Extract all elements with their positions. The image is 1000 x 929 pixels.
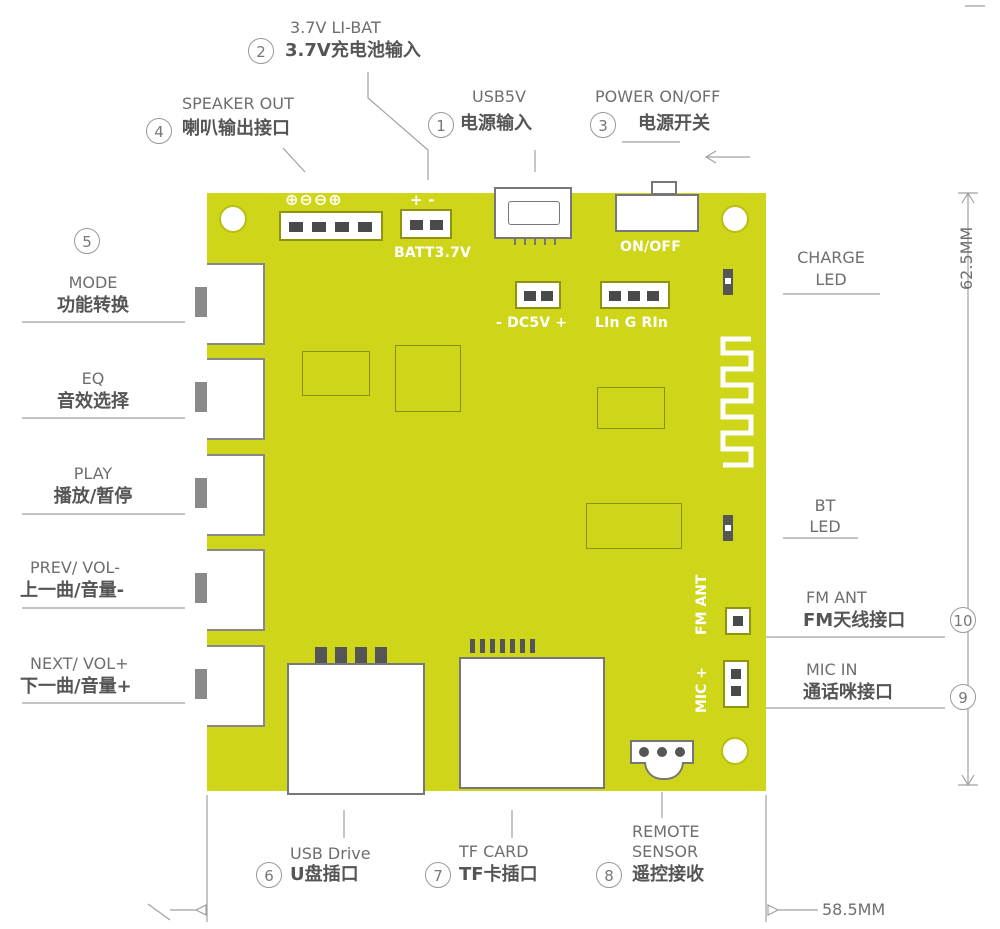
mount-hole-br — [721, 737, 749, 765]
dc5v-silk: - DC5V + — [496, 315, 568, 331]
mic-plus-silk: MIC + — [694, 666, 710, 713]
usb-drive-port[interactable] — [287, 663, 425, 795]
fm-ant-label-cn: FM天线接口 — [803, 610, 906, 631]
callout-8: 8 — [596, 862, 622, 888]
line-in-header[interactable] — [600, 281, 670, 309]
batt-silk: BATT3.7V — [394, 245, 472, 261]
play-label-en: PLAY — [73, 464, 113, 483]
callout-7: 7 — [425, 862, 451, 888]
onoff-silk: ON/OFF — [620, 239, 681, 255]
charge-led-label-2: LED — [815, 270, 847, 289]
bt-led — [723, 515, 733, 541]
batt-polarity-silk: + - — [410, 191, 435, 209]
dc5v-header[interactable] — [515, 281, 561, 309]
callout-1: 1 — [428, 112, 454, 138]
bt-led-label-2: LED — [809, 517, 841, 536]
next-button-cap[interactable] — [195, 669, 207, 699]
micro-usb-port[interactable] — [494, 187, 572, 245]
mount-hole-tr — [721, 205, 749, 233]
mic-in-label-cn: 通话咪接口 — [803, 682, 893, 703]
mount-hole-tl — [219, 205, 247, 233]
li-bat-label-cn: 3.7V充电池输入 — [285, 40, 421, 61]
callout-10: 10 — [950, 607, 976, 633]
charge-led — [723, 269, 733, 295]
speaker-leader — [282, 147, 306, 173]
usb-drive-label-cn: U盘插口 — [290, 864, 359, 885]
fm-ant-label-en: FM ANT — [806, 588, 867, 607]
remote-label-en-2: SENSOR — [632, 842, 699, 861]
mic-in-header[interactable] — [723, 660, 749, 708]
next-label-en: NEXT/ VOL+ — [30, 654, 129, 673]
mode-label-en: MODE — [68, 273, 118, 292]
play-button-cap[interactable] — [195, 478, 207, 508]
tf-card-slot[interactable] — [459, 657, 605, 789]
power-switch-knob[interactable] — [651, 181, 677, 195]
next-label-cn: 下一曲/音量+ — [20, 676, 132, 697]
tf-card-label-cn: TF卡插口 — [459, 864, 538, 885]
next-button[interactable] — [207, 645, 265, 727]
callout-9: 9 — [950, 684, 976, 710]
fm-ant-pad[interactable] — [725, 607, 751, 635]
speaker-label-cn: 喇叭输出接口 — [182, 118, 290, 139]
prev-button[interactable] — [207, 549, 265, 631]
tf-card-label-en: TF CARD — [459, 842, 529, 861]
fm-ant-silk: FM ANT — [694, 574, 710, 635]
power-label-en: POWER ON/OFF — [595, 87, 721, 106]
li-bat-label-en: 3.7V LI-BAT — [290, 18, 381, 37]
eq-label-en: EQ — [81, 369, 105, 388]
usb5v-label-en: USB5V — [472, 87, 526, 106]
usb-drive-label-en: USB Drive — [290, 844, 371, 863]
eq-label-cn: 音效选择 — [57, 391, 129, 412]
prev-label-en: PREV/ VOL- — [30, 558, 120, 577]
power-label-cn: 电源开关 — [638, 113, 710, 134]
lin-g-rin-silk: LIn G RIn — [595, 315, 669, 331]
mode-label-cn: 功能转换 — [57, 295, 129, 316]
chip-outline-2 — [395, 345, 461, 412]
pcb-board: ⊕⊖⊖⊕ + - BATT3.7V ON/OFF - DC5V + LIn G … — [207, 181, 766, 795]
play-label-cn: 播放/暂停 — [53, 486, 133, 507]
callout-2: 2 — [248, 38, 274, 64]
eq-button[interactable] — [207, 358, 265, 440]
dim-height-label: 62.5MM — [957, 226, 976, 290]
remote-label-cn: 遥控接收 — [632, 864, 704, 885]
libat-leader — [367, 72, 429, 180]
callout-6: 6 — [256, 862, 282, 888]
chip-outline-3 — [597, 387, 665, 429]
dim-width-label: 58.5MM — [822, 900, 886, 919]
battery-connector[interactable] — [400, 209, 452, 239]
remote-sensor — [630, 740, 694, 764]
remote-label-en-1: REMOTE — [632, 822, 700, 841]
speaker-polarity-silk: ⊕⊖⊖⊕ — [285, 190, 343, 209]
charge-led-label-1: CHARGE — [797, 248, 865, 267]
mic-in-label-en: MIC IN — [806, 660, 858, 679]
usb5v-label-cn: 电源输入 — [460, 113, 532, 134]
callout-4: 4 — [146, 118, 172, 144]
power-switch[interactable] — [615, 194, 699, 232]
chip-outline-4 — [586, 503, 682, 549]
mode-button[interactable] — [207, 263, 265, 345]
eq-button-cap[interactable] — [195, 382, 207, 412]
prev-button-cap[interactable] — [195, 573, 207, 603]
mode-button-cap[interactable] — [195, 287, 207, 317]
speaker-label-en: SPEAKER OUT — [182, 94, 294, 113]
callout-5: 5 — [74, 228, 100, 254]
prev-label-cn: 上一曲/音量- — [20, 580, 125, 601]
chip-outline-1 — [302, 351, 370, 396]
bt-antenna-trace — [720, 336, 754, 468]
callout-3: 3 — [590, 112, 616, 138]
speaker-out-connector[interactable] — [279, 211, 383, 241]
play-button[interactable] — [207, 454, 265, 536]
bt-led-label-1: BT — [814, 496, 836, 515]
